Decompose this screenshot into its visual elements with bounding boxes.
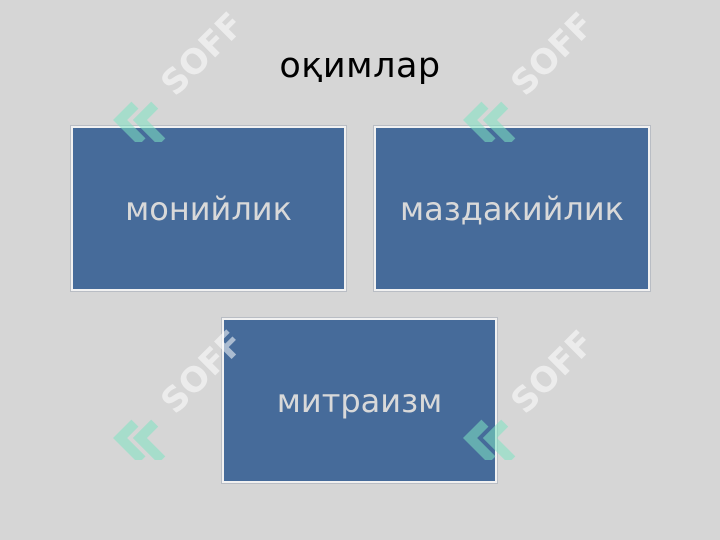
- box-label: монийлик: [125, 189, 292, 228]
- box-label: маздакийлик: [400, 189, 624, 228]
- box-mazdakiylik: маздакийлик: [374, 126, 650, 291]
- box-label: митраизм: [276, 381, 443, 420]
- box-moniylik: монийлик: [71, 126, 346, 291]
- slide-title: оқимлар: [279, 46, 441, 86]
- box-mitraizm: митраизм: [222, 318, 497, 483]
- svg-text:SOFF: SOFF: [503, 323, 602, 422]
